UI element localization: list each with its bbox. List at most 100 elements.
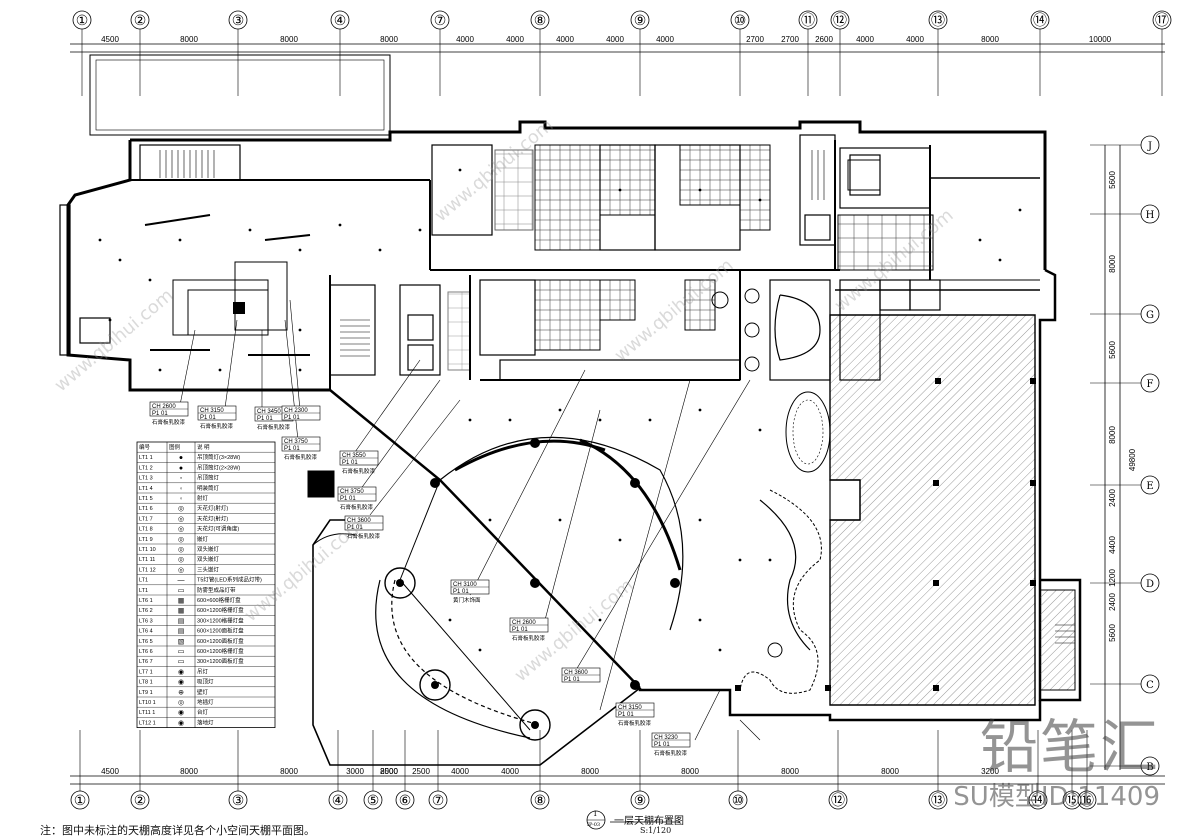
- legend-description: 600×1200格栅灯盘: [197, 606, 244, 614]
- ceiling-tag-material-code: P1 01: [347, 525, 363, 531]
- legend-code: LT6 5: [139, 639, 153, 645]
- dimension-text-bottom: 3200: [981, 767, 999, 776]
- dimension-text-top: 10000: [1089, 35, 1112, 44]
- dimension-text-right: 5600: [1108, 171, 1117, 189]
- dimension-text-right: 2400: [1108, 489, 1117, 507]
- legend-code: LT6 4: [139, 629, 153, 635]
- dimension-text-bottom: 8000: [280, 767, 298, 776]
- dimension-text-top: 4000: [856, 35, 874, 44]
- grid-bubble-label: ⑬: [931, 793, 945, 809]
- legend-code: LT1: [139, 588, 148, 594]
- legend-code: LT1 11: [139, 557, 155, 563]
- ceiling-tag-height: CH 3750: [340, 489, 364, 495]
- grid-bubble-label: ③: [232, 793, 245, 809]
- grid-bubble-label: ⑰: [1155, 13, 1169, 29]
- legend-code: LT6 7: [139, 659, 153, 665]
- grid-bubble-label: ⑧: [534, 793, 547, 809]
- legend-code: LT6 6: [139, 649, 153, 655]
- bottom-dimension-row: [70, 775, 1165, 785]
- grid-bubble-label: E: [1146, 481, 1153, 492]
- legend-header: 图例: [169, 443, 181, 451]
- ceiling-tag-height: CH 3600: [564, 670, 588, 676]
- legend-description: 300×1200面板灯盘: [197, 657, 244, 665]
- dimension-text-top: 4000: [656, 35, 674, 44]
- legend-symbol: ▦: [178, 598, 185, 605]
- legend-code: LT6 1: [139, 598, 153, 604]
- dimension-text-right: 2400: [1108, 593, 1117, 611]
- legend-symbol: ▭: [178, 587, 185, 594]
- legend-description: 壁灯: [197, 688, 209, 696]
- ceiling-tag-text: 石膏板乳胶漆: [340, 503, 374, 511]
- legend-code: LT1 6: [139, 506, 153, 512]
- legend-symbol: ◉: [178, 669, 184, 676]
- ceiling-tag-material-code: P1 01: [618, 712, 634, 718]
- central-oval-ceiling: [312, 288, 831, 741]
- ceiling-tag-text: 石膏板乳胶漆: [512, 634, 546, 642]
- legend-symbol: ◎: [178, 700, 184, 707]
- legend-description: 三头嵌灯: [197, 565, 220, 573]
- ceiling-tag-text: 石膏板乳胶漆: [152, 418, 186, 426]
- grid-bubble-label: ④: [334, 13, 347, 29]
- legend-description: 嵌灯: [197, 535, 209, 543]
- dimension-text-top: 2700: [746, 35, 764, 44]
- columns: [233, 302, 1036, 729]
- grid-bubble-label: ②: [134, 13, 147, 29]
- ceiling-tag-height: CH 3100: [453, 582, 477, 588]
- grid-bubble-label: ⑤: [367, 793, 380, 809]
- legend-symbol: ⊕: [178, 689, 184, 696]
- dimension-text-bottom: 8000: [581, 767, 599, 776]
- grid-bubble-label: J: [1147, 141, 1152, 152]
- grid-bubble-label: ⑩: [734, 13, 747, 29]
- grid-bubble-label: ⑦: [434, 13, 447, 29]
- room-lines: [59, 134, 941, 521]
- grid-bubble-label: ⑥: [399, 793, 412, 809]
- hatched-area-2: [1039, 589, 1076, 691]
- dimension-text-top: 2600: [815, 35, 833, 44]
- legend-symbol: ◉: [178, 720, 184, 727]
- legend-code: LT6 2: [139, 608, 153, 614]
- legend-symbol: ◦: [180, 485, 182, 492]
- legend-header: 编号: [139, 443, 151, 451]
- legend-code: LT10 1: [139, 700, 156, 706]
- ceiling-tag-height: CH 3600: [347, 518, 371, 524]
- legend-description: 台灯: [197, 708, 209, 716]
- ceiling-tag-text: 石膏板乳胶漆: [347, 532, 381, 540]
- dimension-text-bottom: 8000: [380, 767, 398, 776]
- dimension-text-top: 8000: [280, 35, 298, 44]
- legend-symbol: ◎: [178, 567, 184, 574]
- dimension-text-right: 5600: [1108, 341, 1117, 359]
- grid-bubble-label: ⑯: [1080, 793, 1094, 809]
- legend-symbol: ●: [179, 465, 183, 472]
- dimension-text-right: 5600: [1108, 624, 1117, 642]
- dimension-text-top: 4000: [606, 35, 624, 44]
- legend-code: LT12 1: [139, 720, 156, 726]
- legend-description: 600×1200面板灯盘: [197, 627, 244, 635]
- legend-code: LT1 3: [139, 476, 153, 482]
- ceiling-tag-material-code: P1 01: [152, 411, 168, 417]
- legend-symbol: ▦: [178, 608, 185, 615]
- legend-symbol: ▤: [178, 618, 185, 625]
- ceiling-tag-height: CH 2600: [152, 404, 176, 410]
- legend-symbol: ◦: [180, 496, 182, 503]
- legend-symbol: ●: [179, 455, 183, 462]
- ceiling-tag-height: CH 3750: [284, 439, 308, 445]
- dimension-text-bottom: 4000: [501, 767, 519, 776]
- legend-code: LT6 3: [139, 618, 153, 624]
- legend-description: 吊顶筒灯(2×28W): [197, 463, 240, 471]
- dimension-text-right: 1200: [1108, 569, 1117, 587]
- grid-bubble-label: ⑮: [1065, 793, 1079, 809]
- grid-bubble-label: ②: [134, 793, 147, 809]
- drawing-title: 一层天棚布置图: [614, 816, 684, 827]
- dimension-text-right: 8000: [1108, 426, 1117, 444]
- dimension-text-top: 8000: [180, 35, 198, 44]
- legend-code: LT1 2: [139, 465, 153, 471]
- legend-symbol: ◉: [178, 710, 184, 717]
- legend-description: 天花灯(射灯): [197, 504, 228, 512]
- grid-bubble-label: ⑦: [432, 793, 445, 809]
